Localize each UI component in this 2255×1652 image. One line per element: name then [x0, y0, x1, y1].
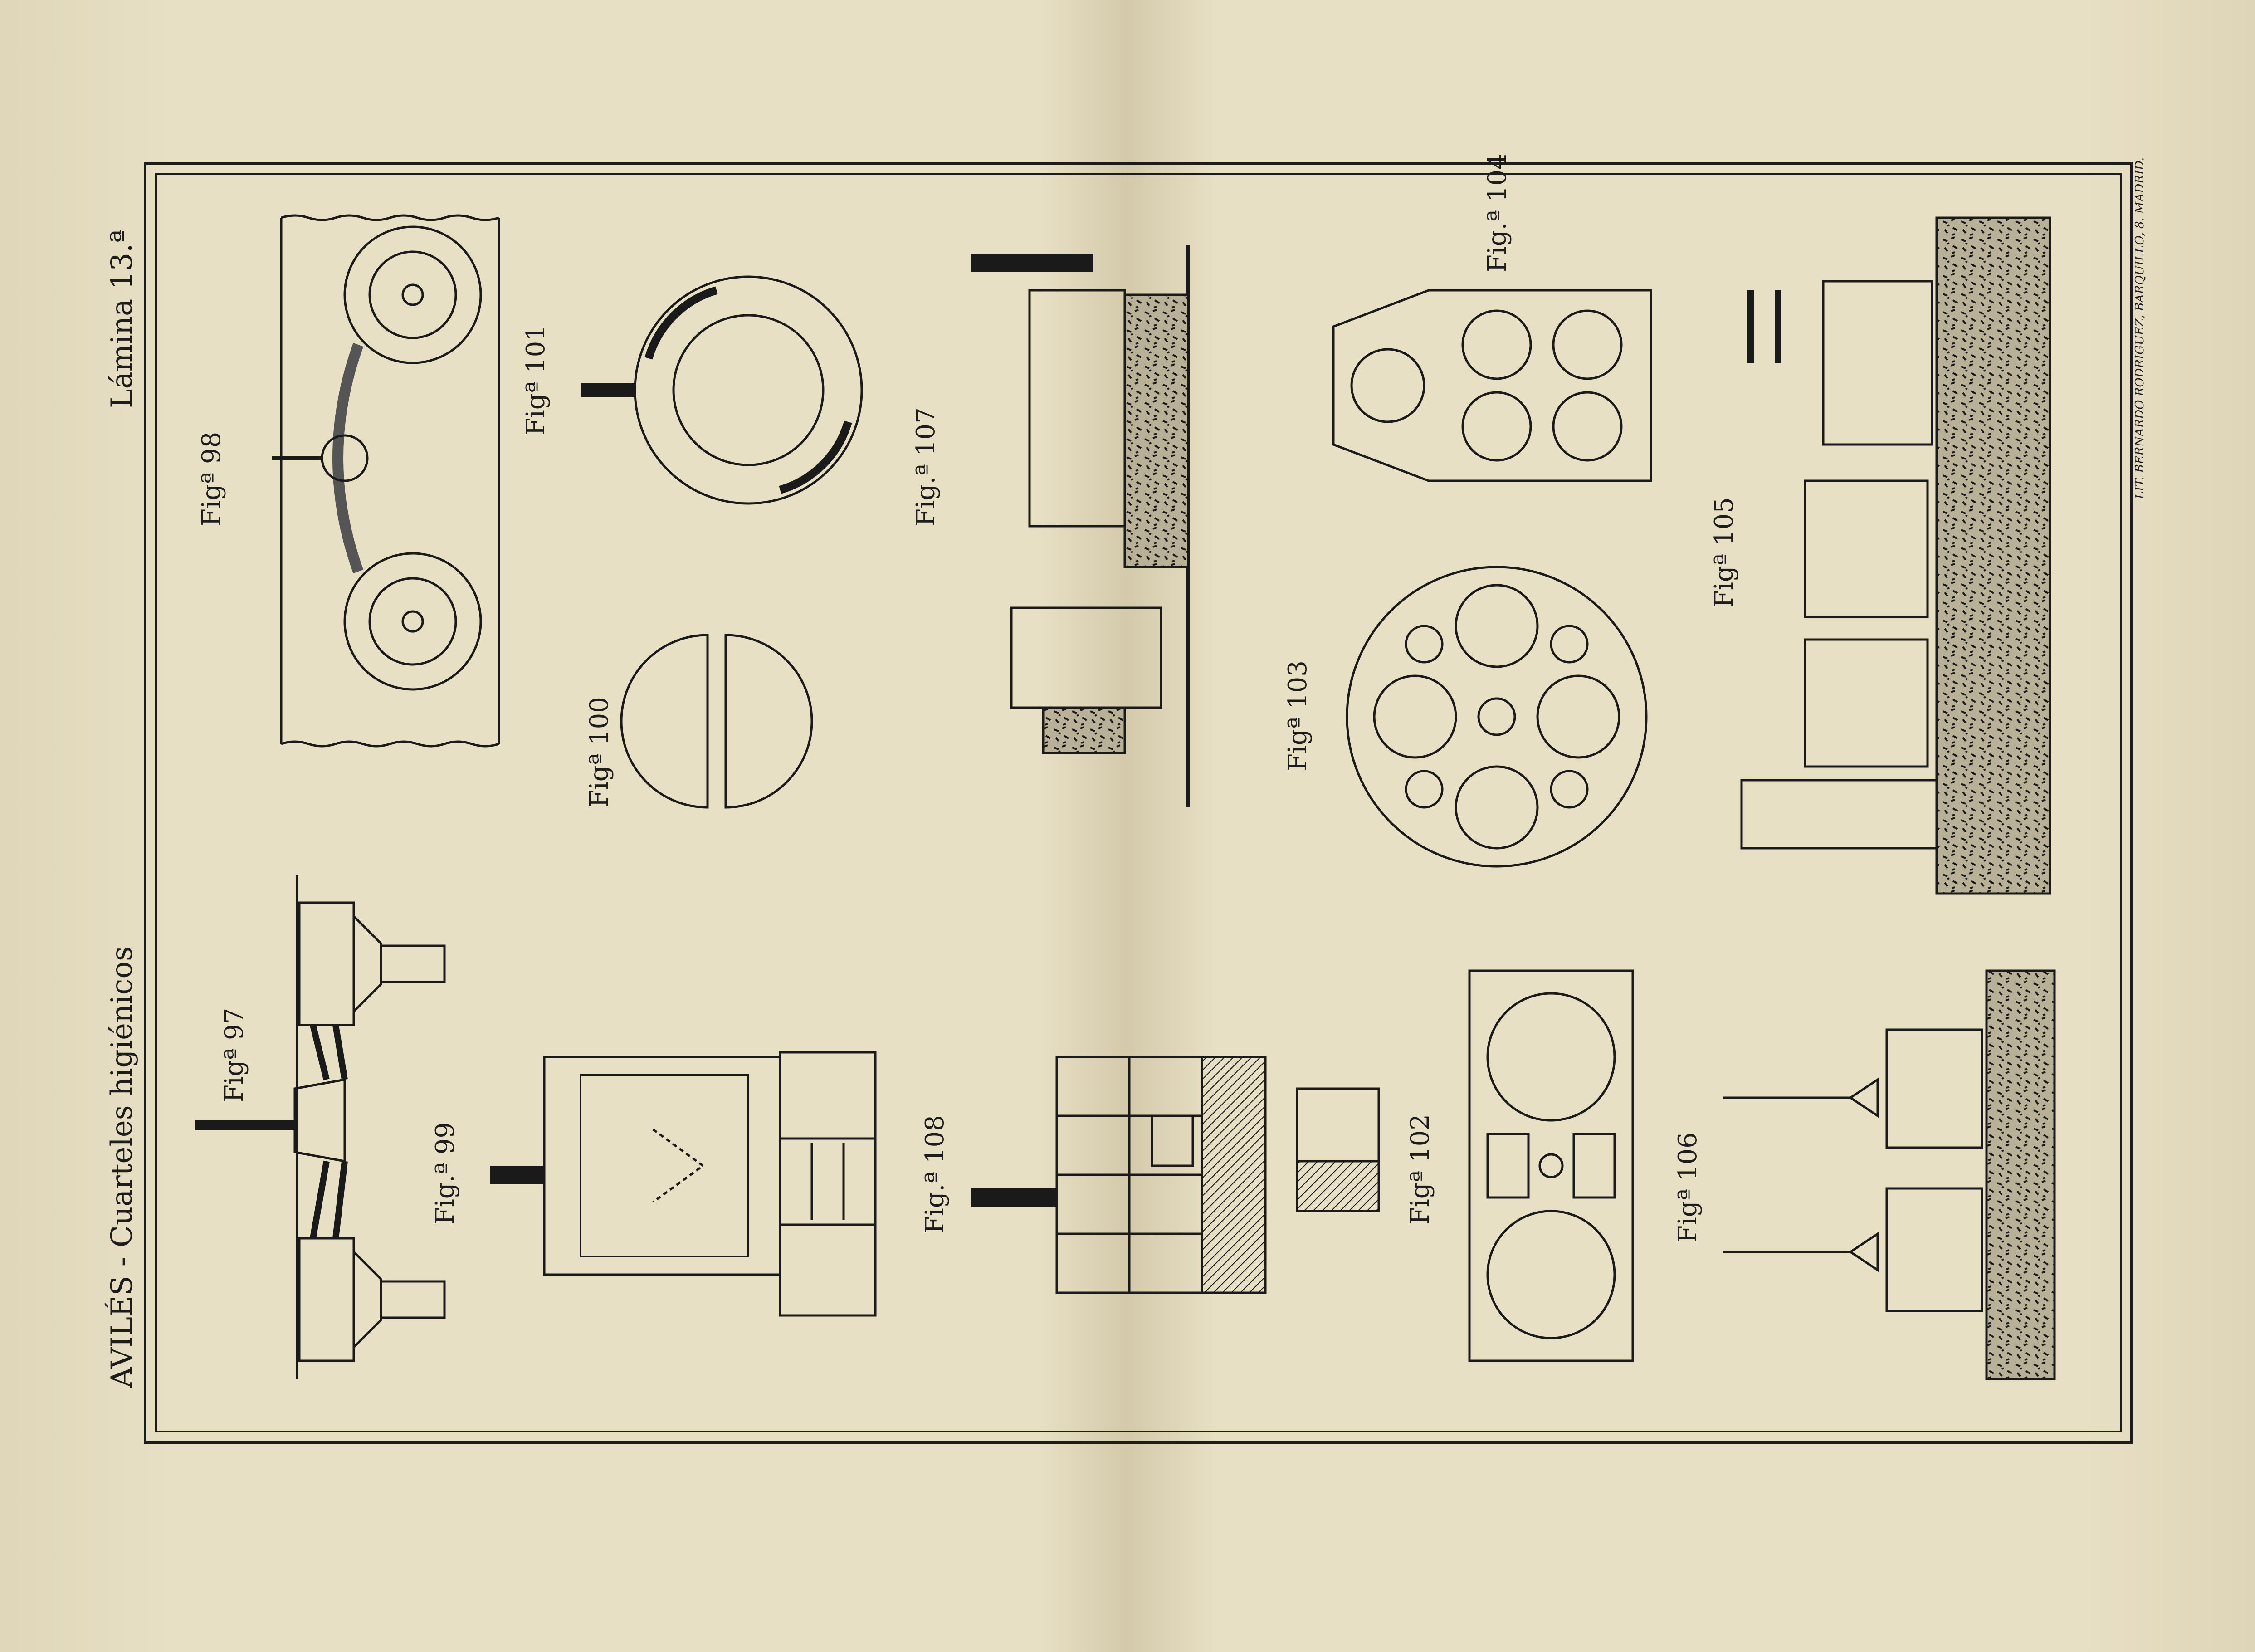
figure-107 — [971, 245, 1190, 807]
plate-header-left: AVILÉS - Cuarteles higiénicos — [105, 946, 139, 1388]
figure-98 — [272, 214, 500, 748]
figure-100 — [620, 634, 813, 809]
figure-97 — [195, 875, 446, 1379]
figure-108 — [971, 1056, 1380, 1294]
figure-99 — [490, 1051, 877, 1317]
figure-108-label: Fig.ª 108 — [920, 1115, 950, 1234]
figure-107-label: Fig.ª 107 — [911, 407, 941, 526]
figure-102 — [1468, 969, 1634, 1362]
plate-imprint: LIT. BERNARDO RODRIGUEZ, BARQUILLO, 8. M… — [2133, 157, 2147, 499]
figure-98-label: Figª 98 — [197, 432, 226, 526]
figure-105 — [1740, 216, 2051, 895]
figure-102-label: Figª 102 — [1406, 1114, 1435, 1225]
figure-101-label: Figª 101 — [521, 325, 551, 435]
figure-101 — [581, 275, 863, 505]
figure-104 — [1332, 289, 1652, 482]
plate-header-right: Lámina 13.ª — [105, 230, 139, 408]
figure-97-label: Figª 97 — [220, 1008, 249, 1102]
figure-99-label: Fig.ª 99 — [430, 1122, 460, 1225]
figure-106-label: Figª 106 — [1673, 1132, 1703, 1243]
figure-105-label: Figª 105 — [1709, 497, 1739, 608]
figure-103-label: Figª 103 — [1283, 660, 1313, 771]
plate-frame — [144, 162, 2133, 1444]
figure-104-label: Fig.ª 104 — [1483, 153, 1512, 272]
figure-103 — [1346, 566, 1648, 868]
figure-100-label: Figª 100 — [585, 697, 614, 807]
figure-106 — [1723, 969, 2056, 1380]
